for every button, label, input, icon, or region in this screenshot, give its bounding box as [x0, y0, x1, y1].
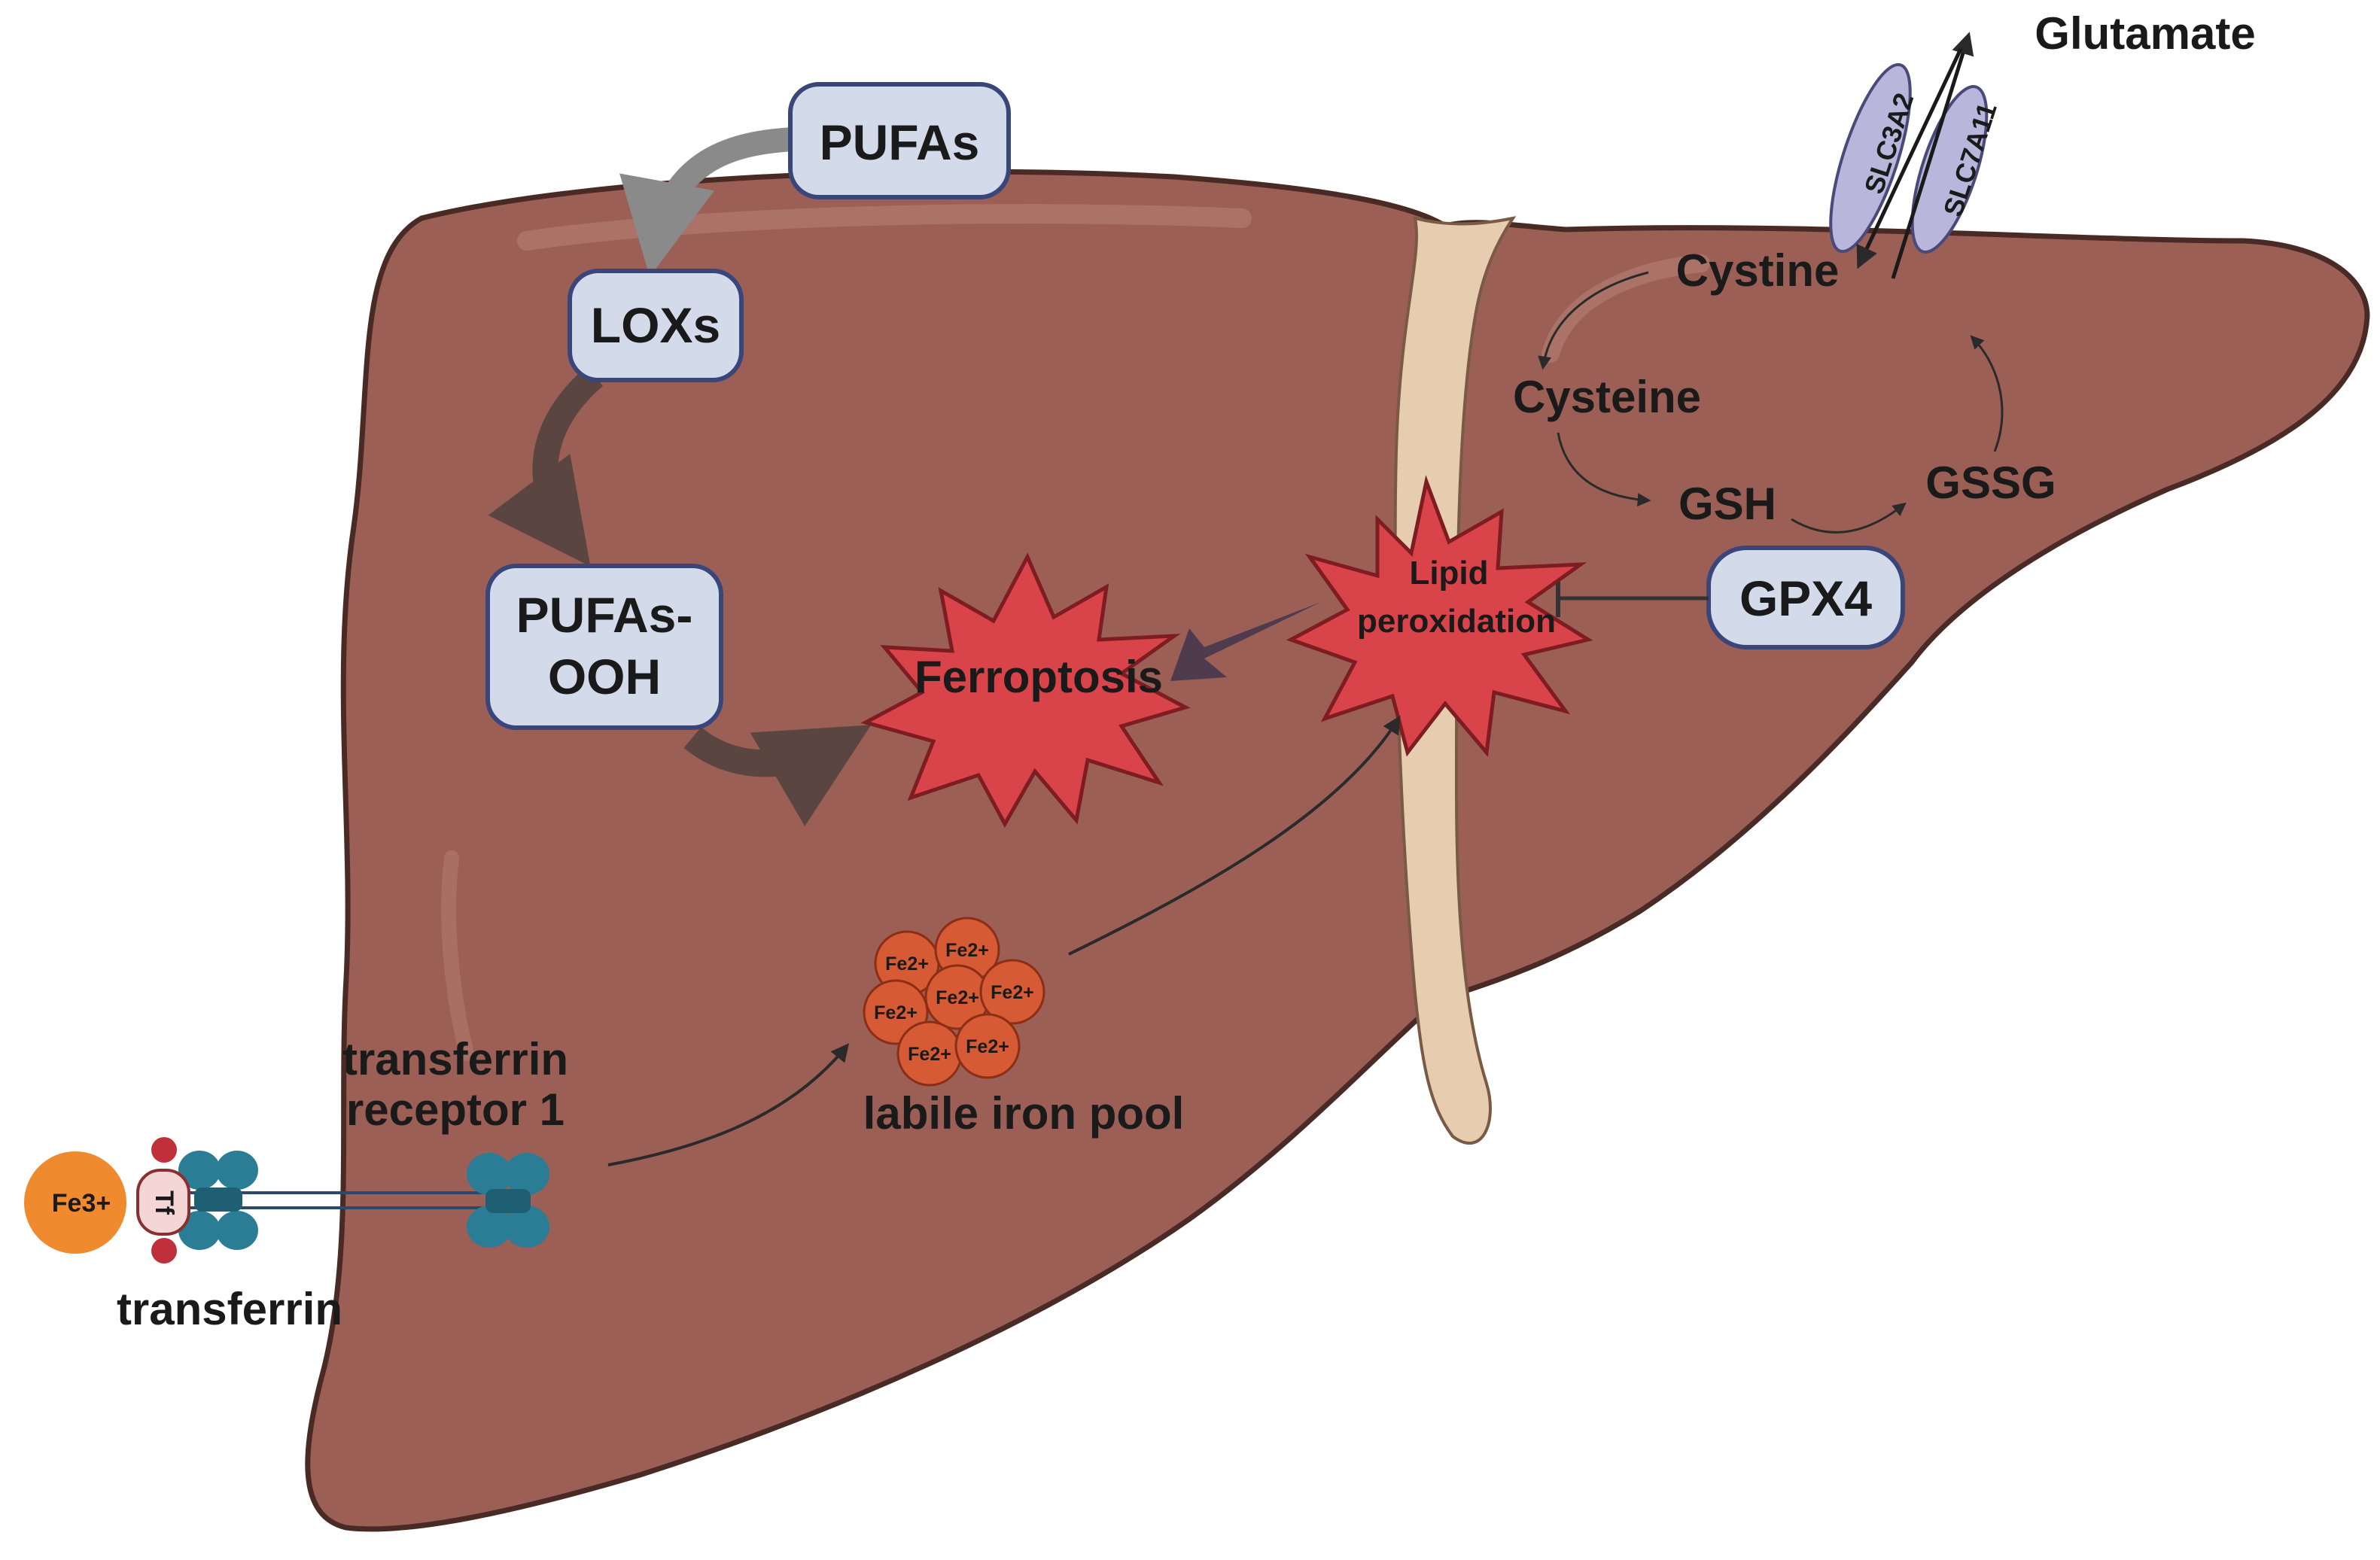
transferrin-icon: Tf: [136, 1137, 190, 1264]
arrow-cysteine-to-gsh: [1557, 432, 1651, 506]
loxs-box: LOXs: [568, 269, 744, 382]
lipid-label-line2: peroxidation: [1357, 603, 1556, 640]
liver-highlight: [517, 204, 1252, 251]
transferrin-receptor-icon: [467, 1153, 549, 1248]
arrow-receptor-to-iron: [607, 1043, 850, 1166]
arrow-cystine-to-cysteine: [1538, 271, 1649, 370]
fe3-label: Fe3+: [52, 1189, 111, 1218]
gpx4-box: GPX4: [1706, 546, 1905, 649]
glutamate-label: Glutamate: [2035, 8, 2255, 59]
arrow-loxs-to-pufas-ooh: [488, 366, 604, 567]
lipid-peroxidation-burst: Lipid peroxidation: [1286, 475, 1593, 757]
tfr1-label-line2: receptor 1: [346, 1084, 565, 1135]
loxs-label: LOXs: [591, 297, 720, 353]
pufas-box: PUFAs: [788, 82, 1011, 199]
pufas-ooh-box: PUFAs- OOH: [485, 564, 723, 730]
gsh-label: GSH: [1678, 479, 1776, 529]
fe2-ion: Fe2+: [979, 959, 1045, 1025]
transporter-icon: SLC3A2 SLC7A11: [1829, 32, 2003, 279]
cystine-label: Cystine: [1676, 245, 1840, 296]
fe3-ion: Fe3+: [24, 1151, 126, 1254]
pufas-ooh-label-line2: OOH: [548, 649, 661, 704]
arrow-gssg-to-cystine: [1970, 335, 2004, 452]
svg-text:Fe2+: Fe2+: [874, 1002, 918, 1023]
tf-label: Tf: [150, 1191, 178, 1215]
ferroptosis-burst: Ferroptosis: [860, 552, 1191, 829]
svg-text:Fe2+: Fe2+: [991, 982, 1034, 1003]
arrow-gsh-to-gssg: [1791, 502, 1907, 534]
pufas-label: PUFAs: [820, 114, 980, 170]
labile-iron-pool-label: labile iron pool: [863, 1088, 1185, 1139]
gpx4-inhibition: [1556, 579, 1709, 617]
svg-text:Fe2+: Fe2+: [936, 987, 979, 1008]
arrow-lipid-to-ferroptosis: [1170, 602, 1321, 681]
pufas-ooh-label-line1: PUFAs-: [516, 587, 693, 643]
iron-cluster-icon: Fe2+ Fe2+ Fe2+ Fe2+ Fe2+ Fe2+ Fe2+: [863, 917, 1045, 1087]
lipid-label-line1: Lipid: [1409, 555, 1488, 591]
arrow-iron-to-lipid: [1068, 715, 1401, 956]
arrow-cystine-in: [1856, 47, 1963, 269]
gssg-label: GSSG: [1925, 458, 2056, 508]
svg-text:Fe2+: Fe2+: [945, 940, 989, 961]
fe2-ion: Fe2+: [924, 964, 991, 1030]
cysteine-label: Cysteine: [1513, 372, 1701, 422]
tfr1-label-line1: transferrin: [342, 1034, 568, 1084]
arrow-pufas-to-loxs: [619, 127, 795, 277]
svg-text:Fe2+: Fe2+: [966, 1036, 1009, 1057]
svg-text:Fe2+: Fe2+: [908, 1044, 951, 1065]
arrow-glutamate-out: [1891, 32, 1974, 279]
arrow-pufas-ooh-to-ferroptosis: [683, 725, 872, 826]
liver-highlight-left: [441, 850, 474, 1061]
fe2-ion: Fe2+: [896, 1020, 963, 1087]
fe2-ion: Fe2+: [874, 930, 940, 996]
fe2-ion: Fe2+: [954, 1013, 1021, 1079]
liver-highlight-right: [1542, 254, 1710, 363]
svg-text:Fe2+: Fe2+: [885, 953, 929, 975]
transferrin-receptor-icon: [178, 1151, 258, 1250]
ferroptosis-label: Ferroptosis: [915, 652, 1163, 702]
gpx4-label: GPX4: [1739, 570, 1872, 626]
transferrin-label: transferrin: [117, 1284, 342, 1334]
